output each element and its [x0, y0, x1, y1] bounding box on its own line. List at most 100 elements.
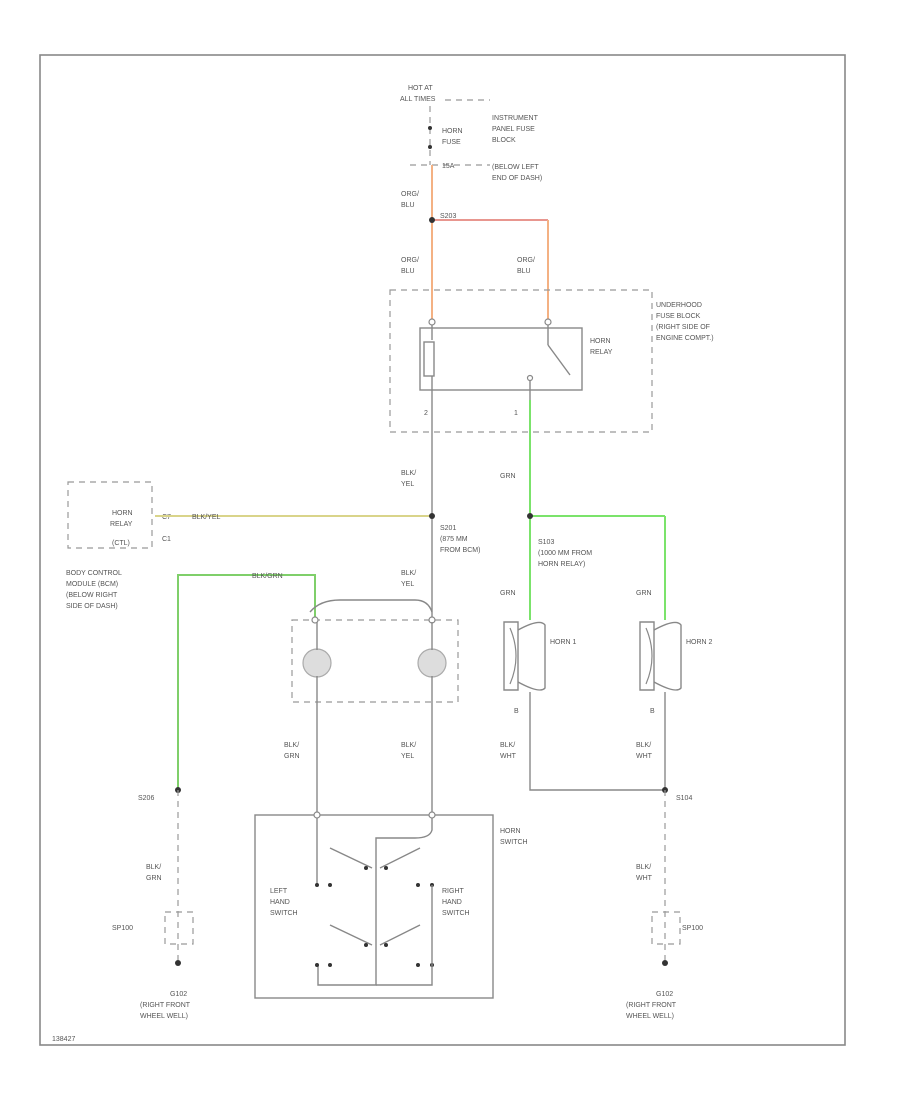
- g102-right-label-2: (RIGHT FRONT: [626, 1002, 677, 1009]
- right-hand-label-3: SWITCH: [442, 910, 470, 917]
- ctl-wire-label: BLK/YEL: [192, 514, 221, 521]
- horn2-label: HORN 2: [686, 639, 713, 646]
- g102-right-label-1: G102: [656, 991, 673, 998]
- wire-label-blk-yel-1: BLK/: [401, 470, 416, 477]
- right-hand-label-1: RIGHT: [442, 888, 465, 895]
- wire-label-blk-wht-2b: WHT: [636, 753, 653, 760]
- horn-relay-label-1: HORN: [590, 338, 611, 345]
- ufb-label-1: UNDERHOOD: [656, 302, 702, 309]
- left-hand-label-1: LEFT: [270, 888, 288, 895]
- bcm-label-1: BODY CONTROL: [66, 570, 122, 577]
- wire-label-blk-wht-1: BLK/: [500, 742, 515, 749]
- left-hand-label-2: HAND: [270, 899, 290, 906]
- wire-label-blk-yel-2: BLK/: [401, 570, 416, 577]
- diagram-ref-number: 138427: [52, 1036, 75, 1043]
- horn-relay: HORN RELAY 2 1: [419, 318, 613, 417]
- ufb-label-4: ENGINE COMPT.): [656, 335, 714, 342]
- wire-label-blk-yel-1b: YEL: [401, 481, 414, 488]
- horn1-pin-b: B: [514, 708, 519, 715]
- g102-right-dot: [662, 960, 668, 966]
- ufb-label-3: (RIGHT SIDE OF: [656, 324, 710, 331]
- pin-c1-label: C1: [162, 536, 171, 543]
- wire-label-blk-yel-2b: YEL: [401, 581, 414, 588]
- hot-at-label: HOT AT: [408, 85, 433, 92]
- horn-switch-label-2: SWITCH: [500, 839, 528, 846]
- relay-pin-left: 2: [424, 410, 428, 417]
- s201-label-2: (875 MM: [440, 536, 468, 543]
- ip-fuse-block-label-3: BLOCK: [492, 137, 516, 144]
- wire-label-blk-yel-3b: YEL: [401, 753, 414, 760]
- fuse-amp-label: 15A: [442, 163, 455, 170]
- diagram-frame: [39, 54, 846, 1046]
- all-times-label: ALL TIMES: [400, 96, 436, 103]
- wire-label-blk-wht-1b: WHT: [500, 753, 517, 760]
- horn1-grn-label: GRN: [500, 590, 516, 597]
- s103-label-1: S103: [538, 539, 554, 546]
- s206-label: S206: [138, 795, 154, 802]
- s201-label-1: S201: [440, 525, 456, 532]
- wire-label-org-blu-1: ORG/: [401, 191, 419, 198]
- horn-2: HORN 2: [639, 621, 713, 691]
- bcm-label-3: (BELOW RIGHT: [66, 592, 118, 599]
- s201-label-3: FROM BCM): [440, 547, 480, 554]
- blk-wht-horn-return: [529, 692, 666, 791]
- horn-relay-ctl-box: [67, 481, 153, 549]
- g102-left-label-1: G102: [170, 991, 187, 998]
- hr-ctl-label-1: HORN: [112, 510, 133, 517]
- hr-ctl-label-2: RELAY: [110, 521, 133, 528]
- s103-label-2: (1000 MM FROM: [538, 550, 592, 557]
- horn-switch-label-1: HORN: [500, 828, 521, 835]
- right-horn-pad: [417, 648, 447, 678]
- g102-left-label-3: WHEEL WELL): [140, 1013, 188, 1020]
- clockspring-box: [291, 619, 459, 703]
- sp100-left: [164, 911, 194, 945]
- wire-label-org-blu-3: ORG/: [517, 257, 535, 264]
- ip-fuse-block-label-2: PANEL FUSE: [492, 126, 535, 133]
- relay-pin-right: 1: [514, 410, 518, 417]
- wire-label-org-blu-2b: BLU: [401, 268, 415, 275]
- power-source: HOT AT ALL TIMES HORN FUSE 15A INSTRUMEN…: [400, 85, 542, 182]
- wire-label-blk-wht-3b: WHT: [636, 875, 653, 882]
- left-horn-pad: [302, 648, 332, 678]
- wire-label-blk-grn-3: BLK/: [146, 864, 161, 871]
- blk-grn-bcm-wire: [177, 574, 316, 790]
- wire-label-blk-grn-2: BLK/: [284, 742, 299, 749]
- wire-label-org-blu-3b: BLU: [517, 268, 531, 275]
- s203-splice-dot: [429, 217, 435, 223]
- sp100-right-label: SP100: [682, 925, 703, 932]
- s103-splice-dot: [527, 513, 533, 519]
- wire-label-org-blu-2: ORG/: [401, 257, 419, 264]
- ufb-label-2: FUSE BLOCK: [656, 313, 701, 320]
- right-hand-label-2: HAND: [442, 899, 462, 906]
- horn-relay-label-2: RELAY: [590, 349, 613, 356]
- s203-label: S203: [440, 213, 456, 220]
- horn2-pin-b: B: [650, 708, 655, 715]
- underhood-fuse-block: [389, 289, 653, 433]
- sp100-right: [651, 911, 681, 945]
- wire-label-blk-grn-2b: GRN: [284, 753, 300, 760]
- left-hand-label-3: SWITCH: [270, 910, 298, 917]
- ip-fuse-block-label-4: (BELOW LEFT: [492, 164, 539, 171]
- g102-left-label-2: (RIGHT FRONT: [140, 1002, 191, 1009]
- wire-label-blk-wht-3: BLK/: [636, 864, 651, 871]
- wire-label-blk-yel-3: BLK/: [401, 742, 416, 749]
- blk-grn-bcm-label: BLK/GRN: [252, 573, 283, 580]
- s103-label-3: HORN RELAY): [538, 561, 585, 568]
- horn2-grn-label: GRN: [636, 590, 652, 597]
- bcm-label-4: SIDE OF DASH): [66, 603, 118, 610]
- s104-label: S104: [676, 795, 692, 802]
- wire-label-grn-1: GRN: [500, 473, 516, 480]
- hr-ctl-label-3: (CTL): [112, 540, 130, 547]
- horn-1: HORN 1: [503, 621, 577, 691]
- sp100-left-label: SP100: [112, 925, 133, 932]
- horn-switch: HORN SWITCH LEFT HAND SWITCH RIGHT HAND …: [254, 811, 528, 999]
- g102-right-label-3: WHEEL WELL): [626, 1013, 674, 1020]
- s201-splice-dot: [429, 513, 435, 519]
- wire-label-org-blu-1b: BLU: [401, 202, 415, 209]
- wire-label-blk-grn-3b: GRN: [146, 875, 162, 882]
- horn-fuse-label-1: HORN: [442, 128, 463, 135]
- horn1-label: HORN 1: [550, 639, 577, 646]
- horn-fuse-label-2: FUSE: [442, 139, 461, 146]
- wire-label-blk-wht-2: BLK/: [636, 742, 651, 749]
